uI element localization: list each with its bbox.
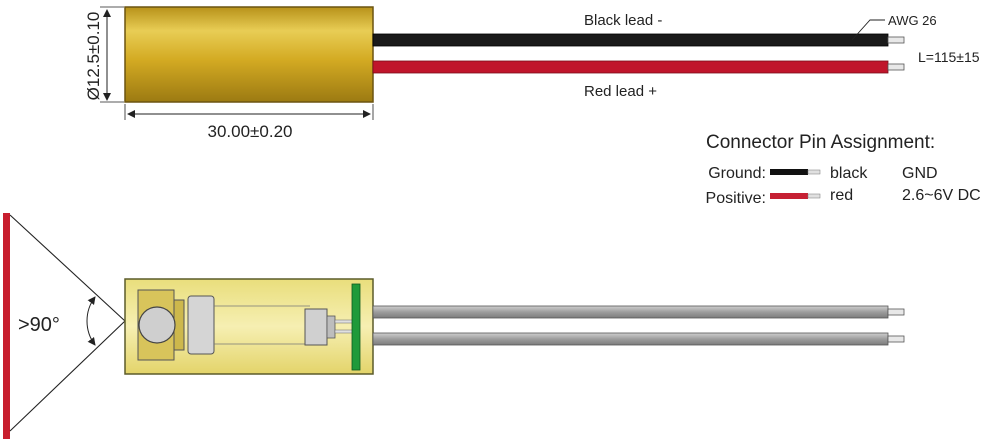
black-lead-tip	[887, 36, 905, 44]
length-label: 30.00±0.20	[208, 122, 293, 141]
connector-title: Connector Pin Assignment:	[706, 132, 935, 153]
ground-wire-swatch	[770, 169, 808, 175]
awg-label: AWG 26	[888, 13, 937, 28]
module-body	[124, 6, 374, 103]
grey-lead-bottom	[372, 332, 889, 346]
ground-wire-tip	[807, 169, 821, 175]
beam-edge-bottom	[9, 320, 126, 432]
grey-lead-top	[372, 305, 889, 319]
driver-pcb	[351, 283, 361, 371]
red-lead-tip	[887, 63, 905, 71]
positive-wire-swatch	[770, 193, 808, 199]
positive-color-name: red	[830, 187, 853, 204]
black-lead-label: Black lead -	[584, 12, 662, 29]
positive-wire-tip	[807, 193, 821, 199]
grey-lead-bottom-tip	[887, 335, 905, 343]
beam-edge-top	[9, 214, 126, 322]
angle-arc	[86, 296, 96, 346]
angle-label: >90°	[18, 314, 60, 336]
connector-pin-assignment: Connector Pin Assignment: Ground: black …	[706, 132, 981, 207]
lead-length-label: L=115±15	[918, 49, 980, 65]
ground-value: GND	[902, 165, 938, 182]
ground-label: Ground:	[708, 165, 766, 182]
positive-value: 2.6~6V DC	[902, 187, 981, 204]
red-lead-label: Red lead +	[584, 83, 657, 100]
lens	[138, 306, 176, 344]
black-lead-wire	[372, 33, 889, 47]
grey-lead-top-tip	[887, 308, 905, 316]
red-lead-wire	[372, 60, 889, 74]
spacer-ring	[187, 295, 215, 355]
ground-color-name: black	[830, 165, 868, 182]
laser-diode	[304, 308, 328, 346]
bottom-view: >90°	[3, 213, 905, 439]
diameter-label: Ø12.5±0.10	[84, 12, 103, 101]
awg-leader-line	[851, 19, 885, 41]
top-view: Ø12.5±0.10 30.00±0.20 Black lead - Red l…	[84, 6, 980, 141]
positive-label: Positive:	[706, 190, 766, 207]
laser-line-projection	[3, 213, 10, 439]
